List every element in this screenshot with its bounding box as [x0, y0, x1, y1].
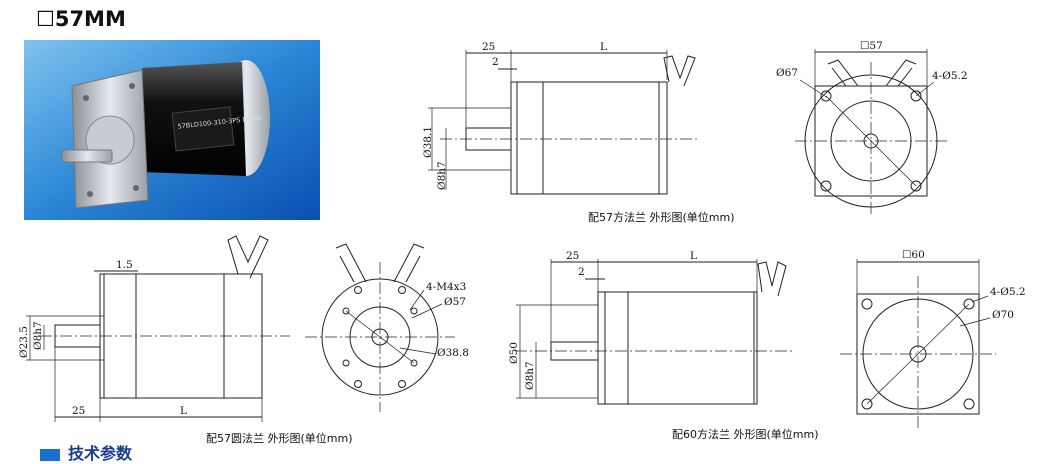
- dim-d67: Ø67: [776, 67, 798, 79]
- dim-d50: Ø50: [508, 342, 520, 364]
- dim-holes-square57: 4-Ø5.2: [932, 70, 968, 82]
- caption-square57: 配57方法兰 外形图(单位mm): [588, 211, 735, 224]
- square60-side-view: [515, 259, 795, 405]
- dim-2-square60: 2: [578, 266, 585, 278]
- dim-d8h7-square57: Ø8h7: [436, 161, 448, 190]
- round57-side-view: [26, 235, 290, 422]
- dim-holes-square60: 4-Ø5.2: [990, 286, 1026, 298]
- dim-d70: Ø70: [992, 309, 1014, 321]
- round57-front-view: [305, 243, 455, 412]
- section-marker-icon: [40, 448, 60, 461]
- dim-d57: Ø57: [444, 296, 466, 308]
- dim-25-square57: 25: [482, 41, 496, 53]
- dim-d8h7-square60: Ø8h7: [524, 361, 536, 390]
- dim-m4x3: 4-M4x3: [426, 281, 467, 293]
- dim-sq57: ☐57: [860, 40, 883, 52]
- section-heading-text: 技术参数: [68, 444, 133, 463]
- dim-d235: Ø23.5: [18, 326, 30, 358]
- motor-photo: 57BLD100-310-3PS DMKE: [24, 40, 320, 220]
- square60-front-view: [840, 259, 996, 430]
- dim-25-round57: 25: [72, 405, 86, 417]
- dim-25-square60: 25: [566, 250, 580, 262]
- dim-2-square57: 2: [492, 56, 499, 68]
- dim-d8h7-round57: Ø8h7: [32, 321, 44, 350]
- dim-L-square57: L: [600, 41, 607, 53]
- dim-L-square60: L: [690, 250, 697, 262]
- technical-drawings: [26, 49, 996, 430]
- square57-front-view: [795, 49, 948, 215]
- dim-L-round57: L: [180, 405, 187, 417]
- dim-d381: Ø38.1: [422, 126, 434, 158]
- dim-d388: Ø38.8: [437, 347, 469, 359]
- dim-sq60: ☐60: [902, 249, 925, 261]
- dim-1-5: 1.5: [116, 259, 133, 271]
- page-title: ☐57MM: [36, 7, 126, 31]
- section-heading-tech-params: 技术参数: [40, 440, 132, 464]
- caption-square60: 配60方法兰 外形图(单位mm): [672, 428, 819, 441]
- square57-side-view: [428, 50, 700, 195]
- caption-round57: 配57圆法兰 外形图(单位mm): [206, 432, 353, 445]
